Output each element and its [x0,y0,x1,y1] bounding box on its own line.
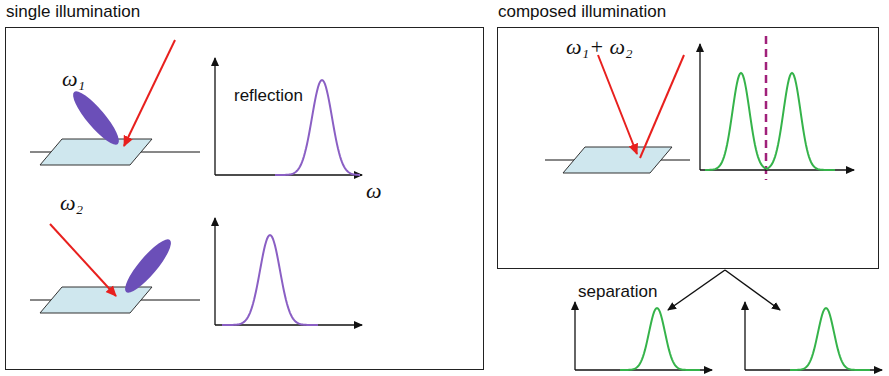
spectrum-peak [620,308,700,370]
spectrum-peak [705,73,766,170]
particle [119,234,176,298]
divider-line [765,36,768,180]
y-axis [699,44,700,170]
frequency-label: ω₁+ ω₂ [566,34,633,60]
sample-plane [40,287,152,313]
axis-label: ω [366,178,382,204]
sample-plane [563,147,672,173]
frequency-label: ω₂ [60,190,83,216]
frequency-label: ω₁ [62,66,85,92]
spectrum-peak [766,73,835,170]
reflected-ray [640,55,684,158]
particle [67,86,124,150]
sample-plane [40,139,152,165]
y-axis [574,302,575,370]
panel-heading: composed illumination [498,2,666,22]
separation-arrow [668,270,725,310]
incident-ray [50,224,116,296]
incident-ray [124,40,175,146]
panel-frame: composed illumination [497,27,879,269]
incident-ray [598,55,637,154]
y-axis [744,302,745,370]
spectrum-peak [222,235,318,325]
y-axis [214,58,215,175]
axis-caption: reflection [234,86,303,106]
process-label: separation [578,282,657,302]
y-axis [214,218,215,325]
separation-arrow [725,270,780,310]
spectrum-peak [790,308,870,370]
panel-heading: single illumination [6,2,140,22]
